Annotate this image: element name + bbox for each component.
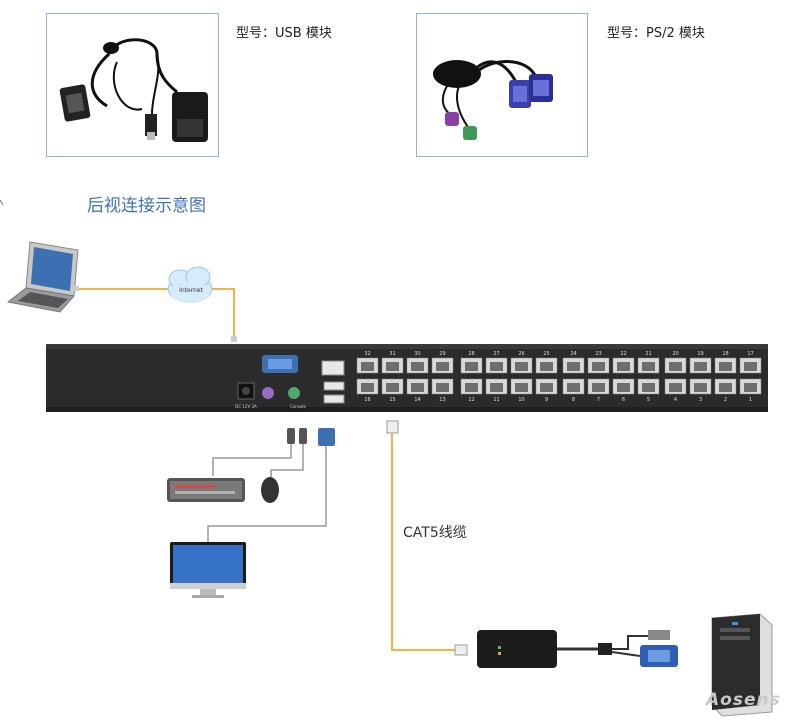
port-number-label: 8 — [572, 397, 575, 403]
rj45-port-socket — [490, 362, 503, 371]
rj45-port-socket — [515, 362, 528, 371]
rj45-port-socket — [694, 383, 707, 392]
port-number-label: 2 — [724, 397, 727, 403]
rj45-port-socket — [669, 383, 682, 392]
rj45-port-socket — [465, 362, 478, 371]
port-number-label: 16 — [364, 397, 370, 403]
laptop-icon — [6, 241, 79, 313]
rj45-port-socket — [411, 383, 424, 392]
port-number-label: 7 — [597, 397, 600, 403]
port-number-label: 17 — [747, 351, 753, 357]
rj45-port-socket — [592, 383, 605, 392]
rj45-port-socket — [361, 362, 374, 371]
rj45-port-socket — [386, 362, 399, 371]
port-number-label: 13 — [439, 397, 445, 403]
port-number-label: 10 — [518, 397, 524, 403]
rj45-port-socket — [361, 383, 374, 392]
rj45-port-socket — [465, 383, 478, 392]
port-number-label: 11 — [493, 397, 499, 403]
rj45-port-socket — [617, 383, 630, 392]
rj45-port-socket — [642, 383, 655, 392]
server-tower-icon — [711, 613, 773, 717]
rj45-port-socket — [744, 383, 757, 392]
cat5-cable-label: CAT5线缆 — [403, 525, 467, 541]
port-number-label: 31 — [389, 351, 395, 357]
port-number-label: 20 — [672, 351, 678, 357]
kvm-rear-panel — [46, 344, 768, 412]
port-number-label: 24 — [570, 351, 576, 357]
port-number-label: 25 — [543, 351, 549, 357]
rj45-port-socket — [490, 383, 503, 392]
rj45-port-socket — [719, 362, 732, 371]
port-number-label: 18 — [722, 351, 728, 357]
watermark-logo: Aosens — [706, 690, 781, 710]
keyboard-icon — [167, 478, 245, 502]
usb-port-top — [323, 381, 345, 391]
rj45-port-socket — [617, 362, 630, 371]
port-number-label: 1 — [749, 397, 752, 403]
ps2-keyboard-port — [262, 387, 274, 399]
port-number-label: 14 — [414, 397, 420, 403]
vga-plug — [318, 428, 335, 446]
port-number-label: 21 — [645, 351, 651, 357]
mouse-plug — [299, 428, 307, 444]
ps2-module-photo — [416, 13, 588, 157]
usb-module-label: 型号：USB 模块 — [236, 26, 332, 41]
port-number-label: 6 — [622, 397, 625, 403]
port-number-label: 9 — [545, 397, 548, 403]
port-number-label: 5 — [647, 397, 650, 403]
rj45-port-socket — [411, 362, 424, 371]
usb-port-bottom — [323, 394, 345, 404]
network-port — [321, 360, 345, 376]
monitor-icon — [170, 542, 246, 598]
rj45-port-banks: 3216311530142913281227112610259248237226… — [356, 351, 762, 403]
port-number-label: 30 — [414, 351, 420, 357]
rj45-port-socket — [436, 362, 449, 371]
ps2-module-label: 型号：PS/2 模块 — [607, 26, 705, 41]
power-label: DC 12V 3A — [235, 404, 257, 409]
usb-module-photo — [46, 13, 219, 157]
rj45-port-socket — [540, 383, 553, 392]
port-number-label: 15 — [389, 397, 395, 403]
keyboard-plug — [287, 428, 295, 444]
port-number-label: 19 — [697, 351, 703, 357]
port-number-label: 22 — [620, 351, 626, 357]
rj45-port-socket — [694, 362, 707, 371]
port-number-label: 29 — [439, 351, 445, 357]
port-number-label: 12 — [468, 397, 474, 403]
port-number-label: 4 — [674, 397, 677, 403]
port-number-label: 3 — [699, 397, 702, 403]
ps2-module-image — [433, 60, 553, 140]
port-number-label: 26 — [518, 351, 524, 357]
diagram-heading: 后视连接示意图 — [87, 196, 206, 216]
rj45-port-socket — [540, 362, 553, 371]
rj45-port-socket — [567, 362, 580, 371]
usb-module-image — [59, 38, 208, 142]
rj45-port-socket — [436, 383, 449, 392]
rj45-port-socket — [515, 383, 528, 392]
rj45-port-socket — [719, 383, 732, 392]
port-number-label: 28 — [468, 351, 474, 357]
port-number-label: 27 — [493, 351, 499, 357]
port-number-label: 32 — [364, 351, 370, 357]
rj45-port-socket — [669, 362, 682, 371]
usb-module-remote — [477, 630, 557, 668]
internet-label: Internet — [179, 287, 203, 294]
usb-plug — [648, 630, 670, 640]
port-number-label: 23 — [595, 351, 601, 357]
rj45-port-socket — [567, 383, 580, 392]
rj45-port-socket — [592, 362, 605, 371]
rj45-port-socket — [642, 362, 655, 371]
internet-cloud-icon — [167, 266, 213, 303]
ps2-mouse-port — [288, 387, 300, 399]
mouse-icon — [261, 477, 279, 503]
rj45-port-socket — [744, 362, 757, 371]
rj45-port-socket — [386, 383, 399, 392]
console-label: Console — [290, 404, 306, 409]
